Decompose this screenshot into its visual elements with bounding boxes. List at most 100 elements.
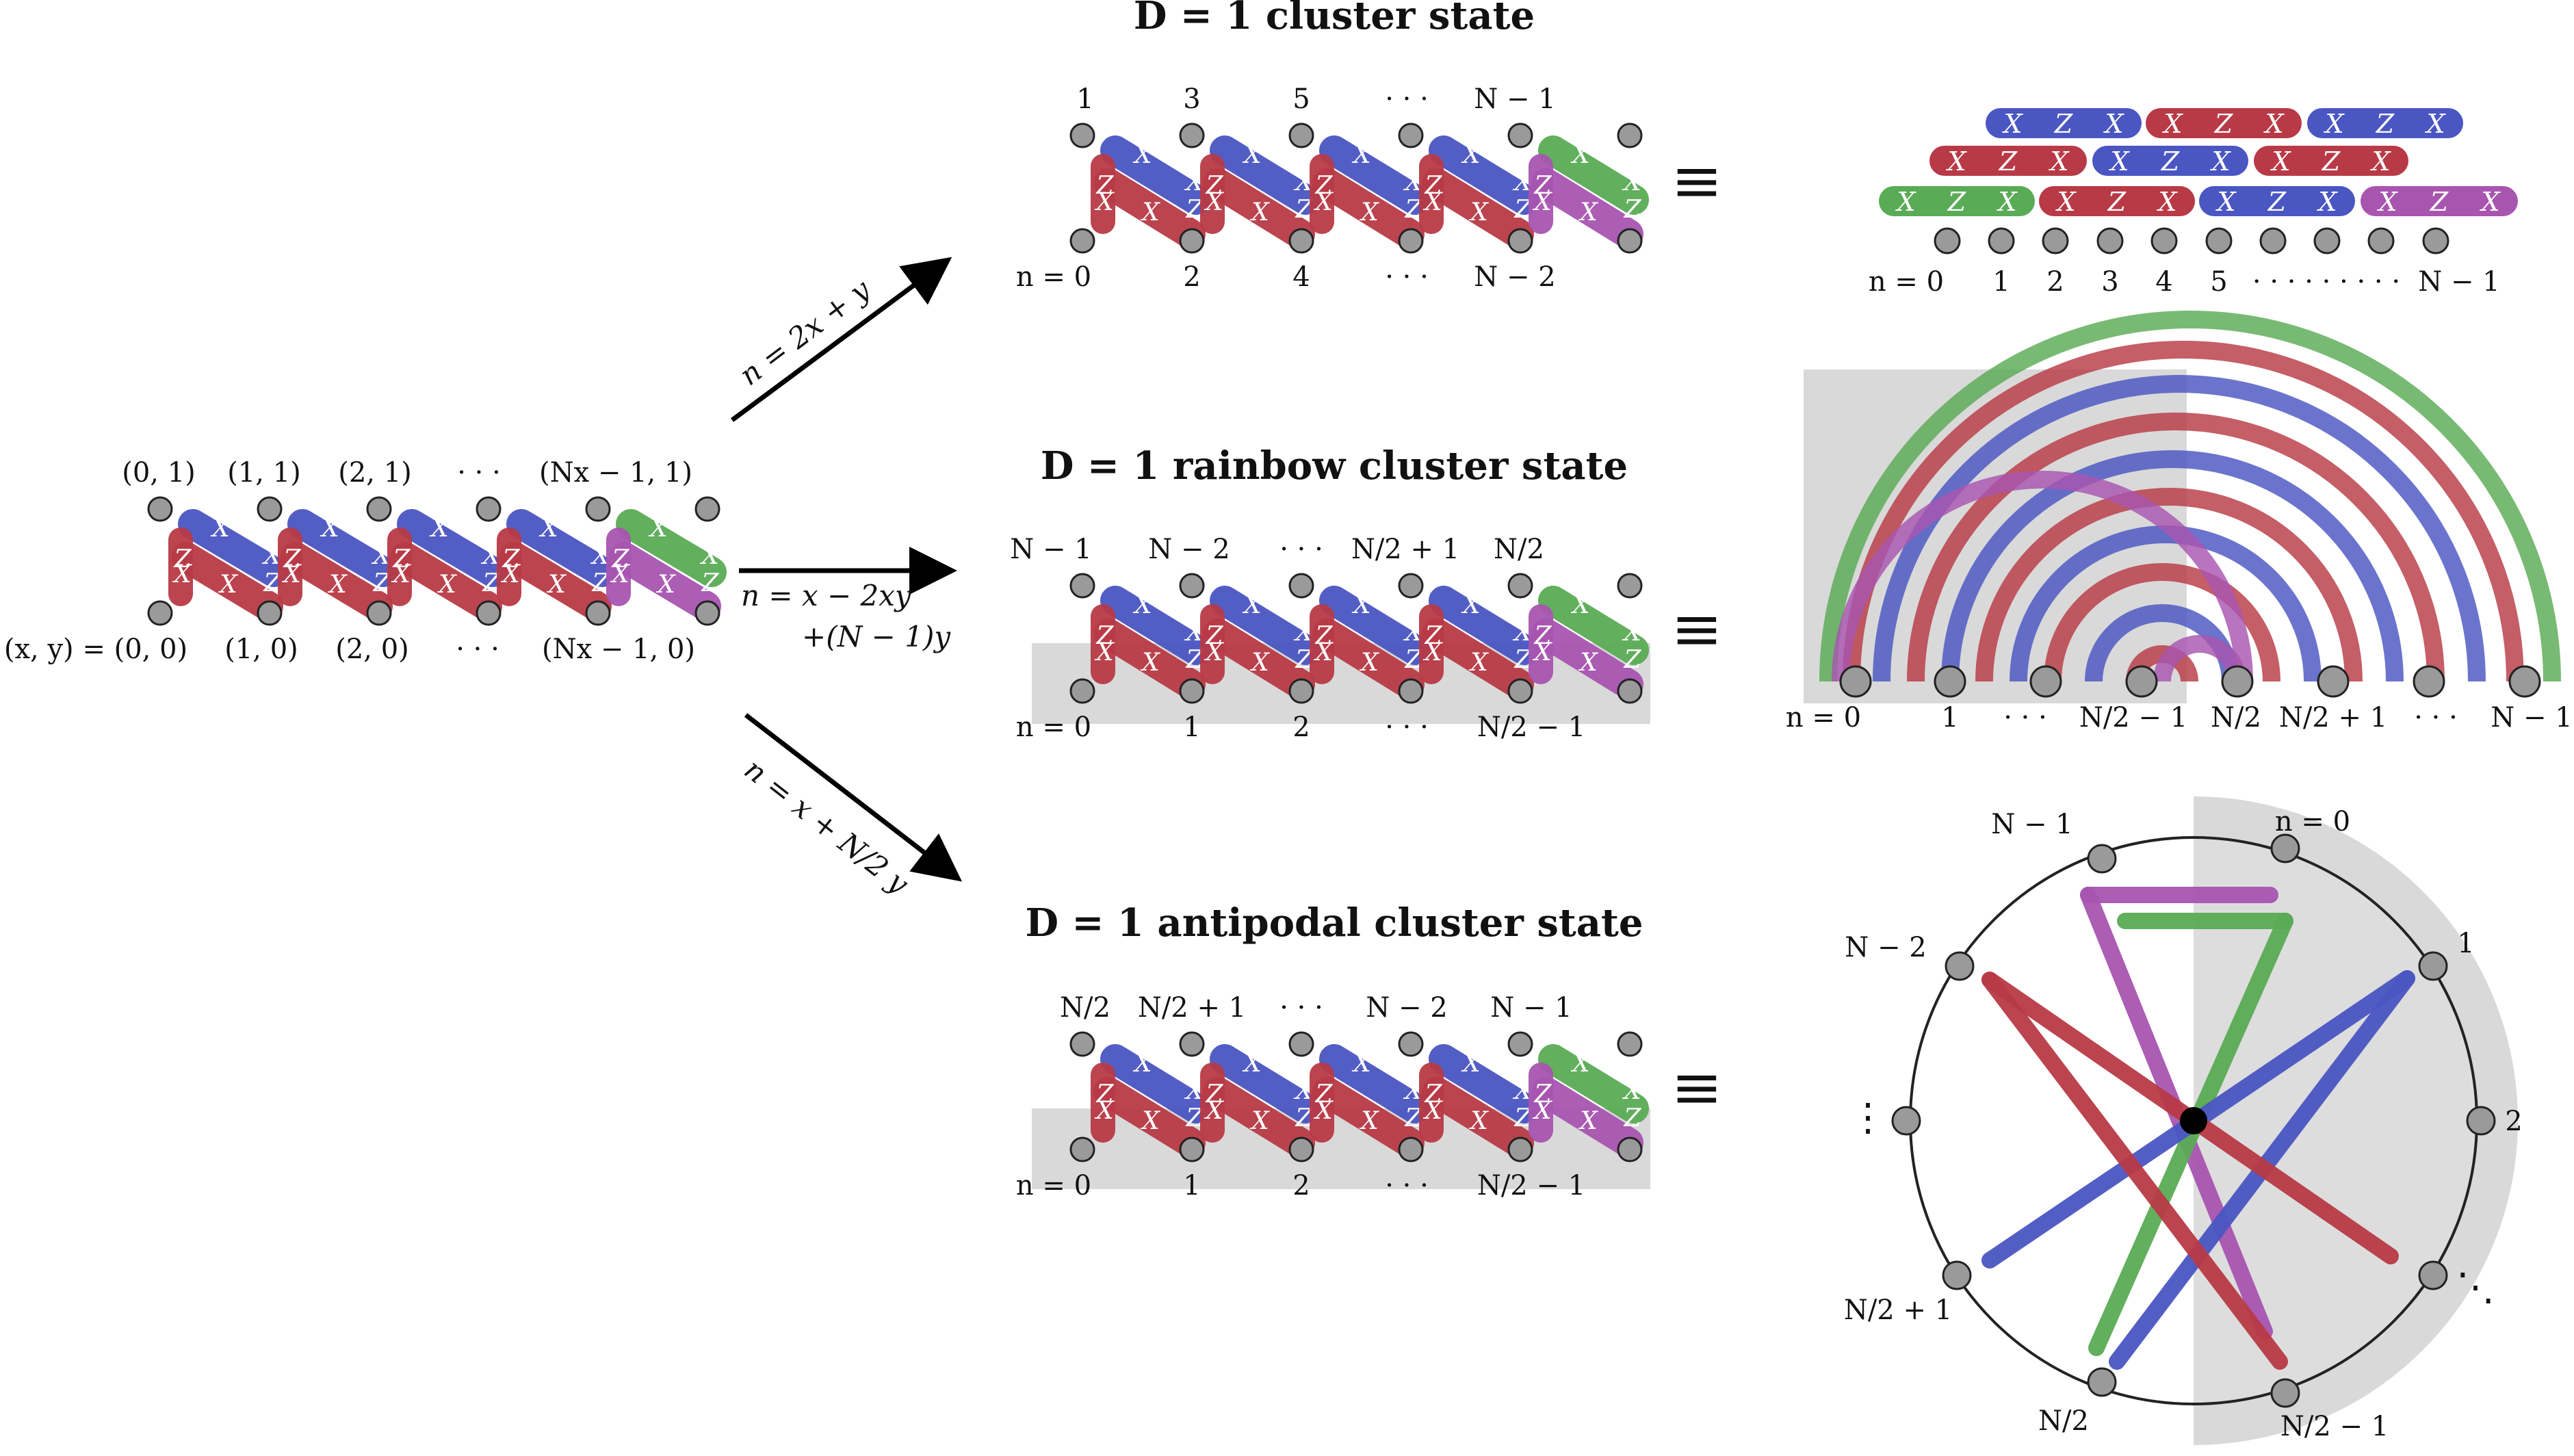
lattice-stabilizer-lower: [171, 542, 283, 621]
pauli-label: X: [655, 571, 676, 599]
lattice-stabilizer-upper: [1429, 1044, 1539, 1123]
qubit-site: [1179, 1136, 1205, 1162]
pauli-label: X: [437, 571, 457, 599]
pauli-label: Z: [1947, 187, 1966, 217]
pauli-label: X: [2001, 109, 2023, 139]
qubit-site: [1069, 1031, 1095, 1057]
pauli-label: Z: [1623, 1104, 1641, 1132]
lattice-bottom-label: · · ·: [1385, 712, 1429, 743]
qubit-site: [1288, 678, 1314, 704]
qubit-site: [1988, 227, 2015, 255]
chain-site-label: 2: [2046, 266, 2064, 298]
lattice-stabilizer-upper: [1319, 135, 1430, 215]
qubit-site: [1507, 122, 1533, 148]
qubit-site: [1617, 228, 1643, 254]
pauli-label: X: [320, 515, 340, 543]
qubit-site: [366, 600, 392, 626]
pauli-label: X: [1359, 198, 1379, 226]
equiv-antipodal: ≡: [1671, 1052, 1722, 1123]
xzx-stabilizer-pill: [2199, 186, 2355, 216]
qubit-site: [1891, 1106, 1921, 1136]
lattice-bottom-label: N − 2: [1474, 261, 1555, 293]
pauli-label: Z: [173, 545, 192, 573]
pauli-label: Z: [611, 545, 629, 573]
map-label-rainbow-2: +(N − 1)y: [802, 620, 951, 653]
lattice-stabilizer-upper: [1429, 135, 1539, 215]
pauli-label: Z: [1095, 622, 1114, 650]
qubit-site: [1069, 228, 1095, 254]
pauli-label: X: [429, 515, 450, 543]
qubit-site: [1069, 122, 1095, 148]
pauli-label: X: [391, 560, 411, 588]
pauli-label: Z: [1623, 646, 1641, 674]
qubit-site: [2221, 665, 2254, 698]
pauli-label: X: [1313, 188, 1334, 216]
pauli-label: X: [1242, 141, 1262, 169]
pauli-label: X: [218, 571, 238, 599]
lattice-bottom-label: (Nx − 1, 0): [542, 634, 695, 665]
xzx-stabilizer-pill: [1879, 186, 2035, 216]
pauli-label: Z: [1533, 1080, 1552, 1108]
lattice-top-label: N/2 + 1: [1351, 534, 1459, 565]
lattice-top-label: · · ·: [1385, 83, 1429, 115]
qubit-site: [1507, 1136, 1533, 1162]
lattice-stabilizer-upper: [616, 509, 727, 587]
pauli-label: X: [1622, 168, 1642, 196]
rainbow-site-label: N/2 + 1: [2279, 702, 2387, 733]
rainbow-site-label: 1: [1941, 702, 1958, 733]
pauli-label: X: [1461, 591, 1481, 619]
pauli-label: Z: [283, 545, 301, 573]
lattice-bottom-label: 1: [1183, 1170, 1200, 1201]
pauli-label: Z: [502, 545, 520, 573]
pauli-label: X: [1422, 188, 1443, 216]
rainbow-entangling-arc: [1819, 311, 2561, 682]
qubit-site: [1617, 678, 1643, 704]
lattice-bottom-label: · · ·: [456, 634, 499, 665]
pauli-label: X: [1895, 187, 1916, 217]
qubit-site: [1179, 228, 1205, 254]
qubit-site: [2150, 227, 2178, 255]
pauli-label: X: [1359, 1107, 1379, 1135]
pauli-label: X: [1622, 1077, 1642, 1105]
lattice-top-label: · · ·: [1279, 534, 1323, 565]
qubit-site: [1934, 227, 1961, 255]
lattice-bottom-label: 1: [1183, 712, 1200, 743]
lattice-stabilizer-lower: [1422, 168, 1534, 249]
qubit-site: [2413, 665, 2445, 698]
rainbow-entangling-arc: [1843, 341, 2524, 682]
pauli-label: Z: [2267, 187, 2287, 217]
lattice-stabilizer-lower: [1312, 1077, 1425, 1158]
qubit-site: [2422, 227, 2449, 255]
rainbow-entangling-arc: [2010, 525, 2322, 682]
pauli-label: X: [1532, 638, 1552, 666]
lattice-stabilizer-upper: [1210, 135, 1321, 215]
pauli-label: X: [2215, 187, 2237, 217]
lattice-stabilizer-upper: [1100, 135, 1211, 215]
pauli-label: Z: [2161, 146, 2180, 177]
pauli-label: X: [2055, 187, 2077, 217]
circle-label-left-mid: ⋮: [1849, 1095, 1887, 1140]
pauli-label: Z: [1205, 172, 1223, 200]
lattice-bottom-label: 2: [1292, 1170, 1310, 1201]
pauli-label: X: [1313, 1097, 1334, 1125]
pauli-label: X: [2209, 146, 2231, 177]
lattice-stabilizer-lower: [1203, 619, 1315, 699]
pauli-label: X: [1461, 1050, 1481, 1078]
chain-site-label: · · · · · · · · ·: [2252, 266, 2400, 298]
qubit-site: [2096, 227, 2124, 255]
qubit-site: [1942, 1260, 1972, 1290]
lattice-bottom-label: (2, 0): [335, 634, 409, 665]
lattice-bottom-label: n = 0: [1016, 261, 1091, 293]
chain-site-label: 5: [2210, 266, 2227, 298]
xzx-stabilizer-pill: [2092, 146, 2248, 176]
circle-label-right-mid: 2: [2505, 1106, 2522, 1137]
lattice-top-label: (0, 1): [122, 457, 196, 489]
qubit-site: [1179, 122, 1205, 148]
map-label-cluster: n = 2x + y: [733, 272, 877, 392]
qubit-site: [2125, 665, 2158, 698]
pauli-label: X: [1140, 1107, 1160, 1135]
qubit-site: [1507, 1031, 1533, 1057]
